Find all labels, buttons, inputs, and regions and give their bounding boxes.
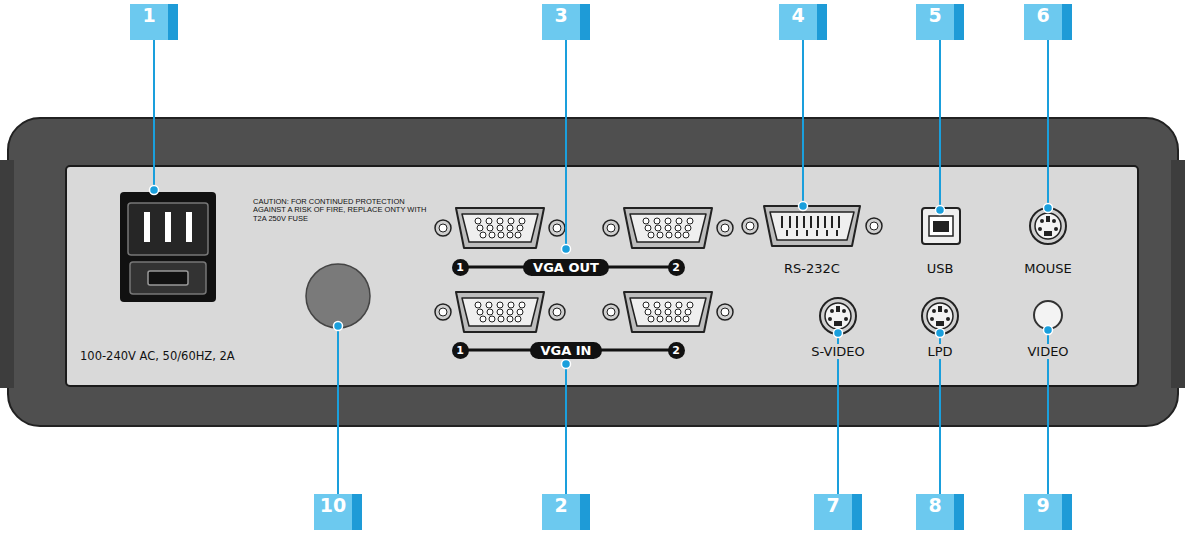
leader-lines [1044, 204, 1053, 213]
round-plug [306, 264, 370, 328]
port-number: 2 [668, 259, 685, 276]
callout-number: 9 [1024, 494, 1072, 530]
power-inlet [120, 192, 216, 302]
rs232-port [742, 206, 882, 246]
leader-lines [834, 329, 843, 338]
port-number: 2 [668, 342, 685, 359]
leader-lines [936, 206, 945, 215]
port-label: RS-232C [782, 261, 842, 276]
leader-lines [153, 40, 155, 190]
port-number: 1 [452, 259, 469, 276]
port-number: 1 [452, 342, 469, 359]
callout-number: 3 [542, 4, 590, 40]
port-label: VIDEO [1025, 344, 1070, 359]
device-body [1171, 160, 1185, 388]
device-body [66, 166, 1138, 386]
vga-bars [460, 267, 676, 350]
callout-number: 7 [814, 494, 862, 530]
callout-number: 8 [916, 494, 964, 530]
power-inlet [165, 212, 171, 242]
leader-lines [802, 40, 804, 206]
mouse-port [1030, 208, 1066, 244]
usb-port [933, 221, 949, 232]
leader-lines [936, 329, 945, 338]
leader-lines [337, 326, 339, 494]
leader-lines [562, 360, 571, 369]
power-inlet [148, 271, 188, 285]
power-inlet [130, 262, 206, 294]
vga-out-1-port [435, 208, 565, 248]
power-inlet [144, 212, 150, 242]
leader-lines [1044, 326, 1053, 335]
round-plug [306, 264, 370, 328]
device-body [0, 160, 14, 388]
vga-in-2-port [603, 292, 733, 332]
leader-lines [150, 186, 159, 195]
port-label: LPD [925, 344, 954, 359]
leader-lines [562, 245, 571, 254]
leader-lines [565, 364, 567, 494]
leader-lines [939, 40, 941, 210]
leader-lines [799, 202, 808, 211]
leader-lines [150, 40, 1053, 494]
port-label: MOUSE [1022, 261, 1073, 276]
power-rating: 100-240V AC, 50/60HZ, 2A [80, 349, 235, 363]
callout-number: 10 [314, 494, 362, 530]
caution-note: CAUTION: FOR CONTINUED PROTECTION AGAINS… [253, 198, 428, 223]
port-group-label: VGA IN [530, 342, 601, 359]
power-inlet [128, 203, 208, 255]
port-label: USB [925, 261, 956, 276]
usb-port [929, 216, 953, 236]
power-inlet [120, 192, 216, 302]
device-body [8, 118, 1178, 426]
leader-lines [565, 40, 567, 249]
callout-number: 4 [779, 4, 827, 40]
vga-in-1-port [435, 292, 565, 332]
port-label: S-VIDEO [809, 344, 866, 359]
port-group-label: VGA OUT [523, 259, 609, 276]
leader-lines [1047, 40, 1049, 208]
vga-out-2-port [603, 208, 733, 248]
leader-lines [334, 322, 343, 331]
callout-number: 2 [542, 494, 590, 530]
callout-number: 1 [130, 4, 178, 40]
callout-number: 6 [1024, 4, 1072, 40]
device-body [0, 118, 1185, 426]
callout-number: 5 [916, 4, 964, 40]
power-inlet [186, 212, 192, 242]
